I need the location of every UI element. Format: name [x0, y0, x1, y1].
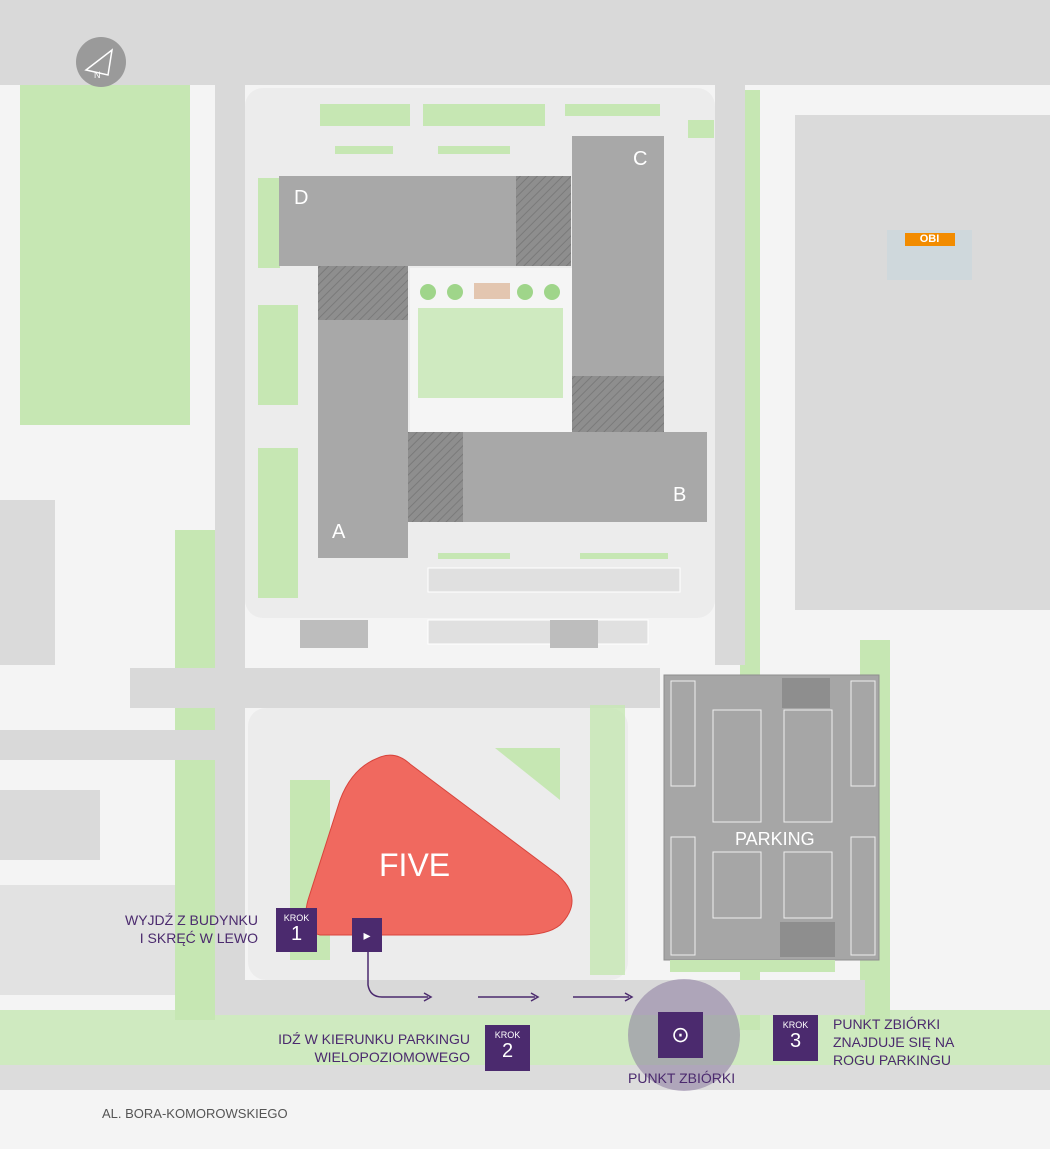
road — [0, 0, 1050, 85]
parking-label: PARKING — [735, 829, 815, 849]
svg-text:N: N — [94, 70, 101, 80]
obi-logo: OBI — [904, 233, 955, 246]
assembly-point-icon: ⊙ — [658, 1012, 703, 1058]
obi-store-building — [795, 115, 1050, 610]
exit-door-icon: ▸ — [352, 918, 382, 952]
building-label-five: FIVE — [379, 847, 451, 883]
building-label-b: B — [673, 484, 687, 506]
north-compass-icon — [76, 37, 126, 87]
building-b — [463, 432, 707, 522]
assembly-point-label: PUNKT ZBIÓRKI — [628, 1070, 736, 1086]
green-area — [20, 40, 190, 425]
building-label-a: A — [332, 521, 346, 543]
building-label-d: D — [294, 187, 309, 209]
building-label-c: C — [633, 148, 648, 170]
route-arrows — [367, 952, 634, 1002]
building-five — [305, 754, 573, 936]
parking-garage — [663, 674, 880, 961]
street-label: AL. BORA-KOMOROWSKIEGO — [102, 1106, 288, 1121]
obi-store-icon: OBI — [887, 230, 972, 280]
